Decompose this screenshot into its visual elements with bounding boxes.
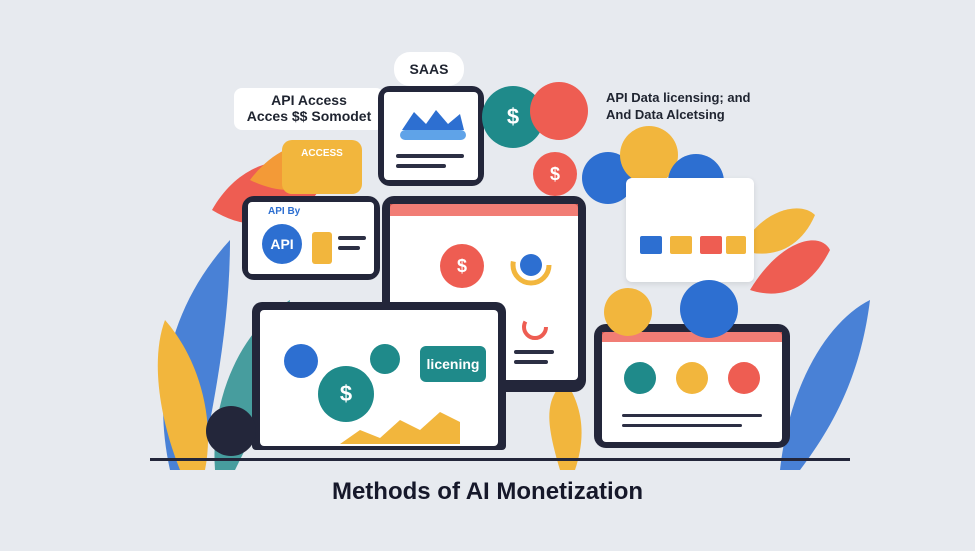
ring-chart-icon xyxy=(522,314,548,340)
network-icon xyxy=(284,344,318,378)
bar-chart-icon xyxy=(340,412,460,444)
api-access-label: API Access Acces $$ Somodet xyxy=(234,88,384,130)
dashboard-icon xyxy=(680,280,738,338)
api-access-line2: Acces $$ Somodet xyxy=(246,108,372,124)
data-card xyxy=(626,178,754,282)
gauge-icon xyxy=(510,244,552,286)
license-doc-icon xyxy=(604,288,652,336)
saas-card xyxy=(378,86,484,186)
dollar-circle-icon: $ xyxy=(440,244,484,288)
dollar-coin-icon: $ xyxy=(533,152,577,196)
access-card: ACCESS xyxy=(282,140,362,194)
right-laptop xyxy=(594,324,790,448)
api-badge: API xyxy=(262,224,302,264)
document-icon xyxy=(530,82,588,140)
api-banner: API By xyxy=(268,206,301,217)
page-title: Methods of AI Monetization xyxy=(331,478,644,505)
licensing-badge: licening xyxy=(420,346,486,382)
data-licensing-line2: And Data Alcetsing xyxy=(606,107,725,122)
cloud-icon xyxy=(400,110,466,140)
saas-label: SAAS xyxy=(394,52,464,86)
cloud-dollar-icon: $ xyxy=(318,366,374,422)
report-icon xyxy=(624,362,656,394)
api-access-line1: API Access xyxy=(271,92,347,108)
api-monitor: API By API xyxy=(242,196,380,280)
access-label: ACCESS xyxy=(301,148,343,159)
data-licensing-label: API Data licensing; and And Data Alcetsi… xyxy=(606,90,766,122)
left-laptop: $ licening xyxy=(252,302,506,450)
plant-icon xyxy=(206,406,256,456)
card-icon xyxy=(728,362,760,394)
coin-icon xyxy=(676,362,708,394)
chart-icon xyxy=(370,344,400,374)
data-licensing-line1: API Data licensing; and xyxy=(606,90,751,105)
